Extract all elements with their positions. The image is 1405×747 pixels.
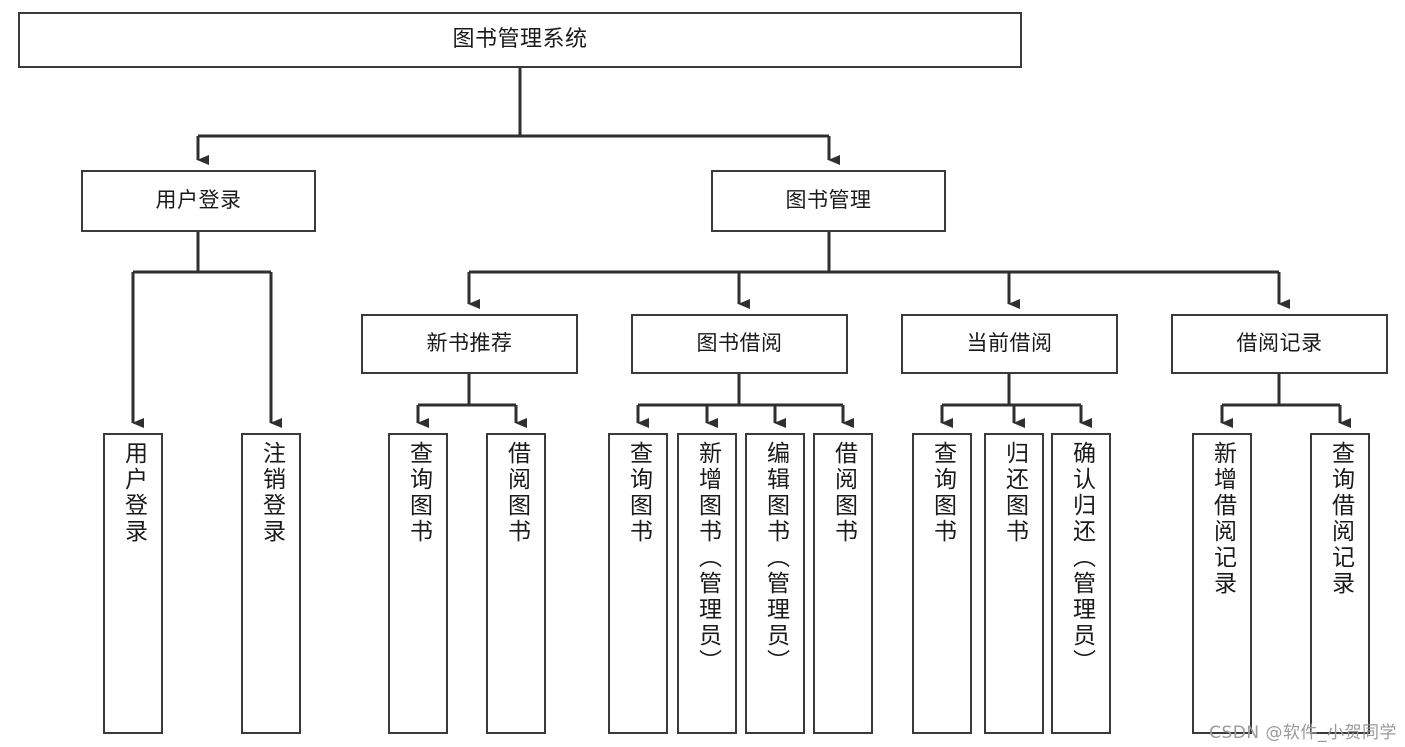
leaf-borrow-book-2[interactable]: 借阅图书	[813, 433, 873, 734]
leaf-add-record[interactable]: 新增借阅记录	[1192, 433, 1252, 734]
leaf-borrow-book-1-label: 借阅图书	[503, 441, 530, 545]
leaf-add-book-label: 新增图书（管理员）	[694, 441, 721, 675]
leaf-user-logout-label: 注销登录	[258, 441, 285, 545]
node-book-borrow-label: 图书借阅	[696, 331, 783, 356]
leaf-add-book[interactable]: 新增图书（管理员）	[677, 433, 737, 734]
leaf-query-book-1-label: 查询图书	[405, 441, 432, 545]
node-user-login[interactable]: 用户登录	[81, 170, 316, 232]
leaf-query-book-2[interactable]: 查询图书	[608, 433, 668, 734]
leaf-query-book-3-label: 查询图书	[929, 441, 956, 545]
leaf-query-book-1[interactable]: 查询图书	[388, 433, 448, 734]
leaf-confirm-return[interactable]: 确认归还（管理员）	[1051, 433, 1111, 734]
leaf-query-record-label: 查询借阅记录	[1327, 441, 1354, 597]
leaf-confirm-return-label: 确认归还（管理员）	[1068, 441, 1095, 675]
node-book-borrow[interactable]: 图书借阅	[631, 314, 848, 374]
leaf-user-login[interactable]: 用户登录	[103, 433, 163, 734]
leaf-add-record-label: 新增借阅记录	[1209, 441, 1236, 597]
node-new-book-recommend-label: 新书推荐	[426, 331, 513, 356]
node-root-label: 图书管理系统	[452, 26, 588, 52]
leaf-query-book-2-label: 查询图书	[625, 441, 652, 545]
leaf-edit-book-label: 编辑图书（管理员）	[762, 441, 789, 675]
leaf-borrow-book-1[interactable]: 借阅图书	[486, 433, 546, 734]
node-borrow-record-label: 借阅记录	[1236, 331, 1323, 356]
node-root[interactable]: 图书管理系统	[18, 12, 1022, 68]
node-book-management[interactable]: 图书管理	[711, 170, 946, 232]
node-borrow-record[interactable]: 借阅记录	[1171, 314, 1388, 374]
leaf-return-book-label: 归还图书	[1001, 441, 1028, 545]
node-new-book-recommend[interactable]: 新书推荐	[361, 314, 578, 374]
node-user-login-label: 用户登录	[155, 188, 242, 213]
node-current-borrow[interactable]: 当前借阅	[901, 314, 1118, 374]
node-book-management-label: 图书管理	[785, 188, 872, 213]
leaf-user-logout[interactable]: 注销登录	[241, 433, 301, 734]
leaf-edit-book[interactable]: 编辑图书（管理员）	[745, 433, 805, 734]
node-current-borrow-label: 当前借阅	[966, 331, 1053, 356]
leaf-borrow-book-2-label: 借阅图书	[830, 441, 857, 545]
leaf-return-book[interactable]: 归还图书	[984, 433, 1044, 734]
csdn-watermark: CSDN @软件_小贺同学	[1209, 723, 1397, 743]
leaf-query-book-3[interactable]: 查询图书	[912, 433, 972, 734]
leaf-query-record[interactable]: 查询借阅记录	[1310, 433, 1370, 734]
leaf-user-login-label: 用户登录	[120, 441, 147, 545]
